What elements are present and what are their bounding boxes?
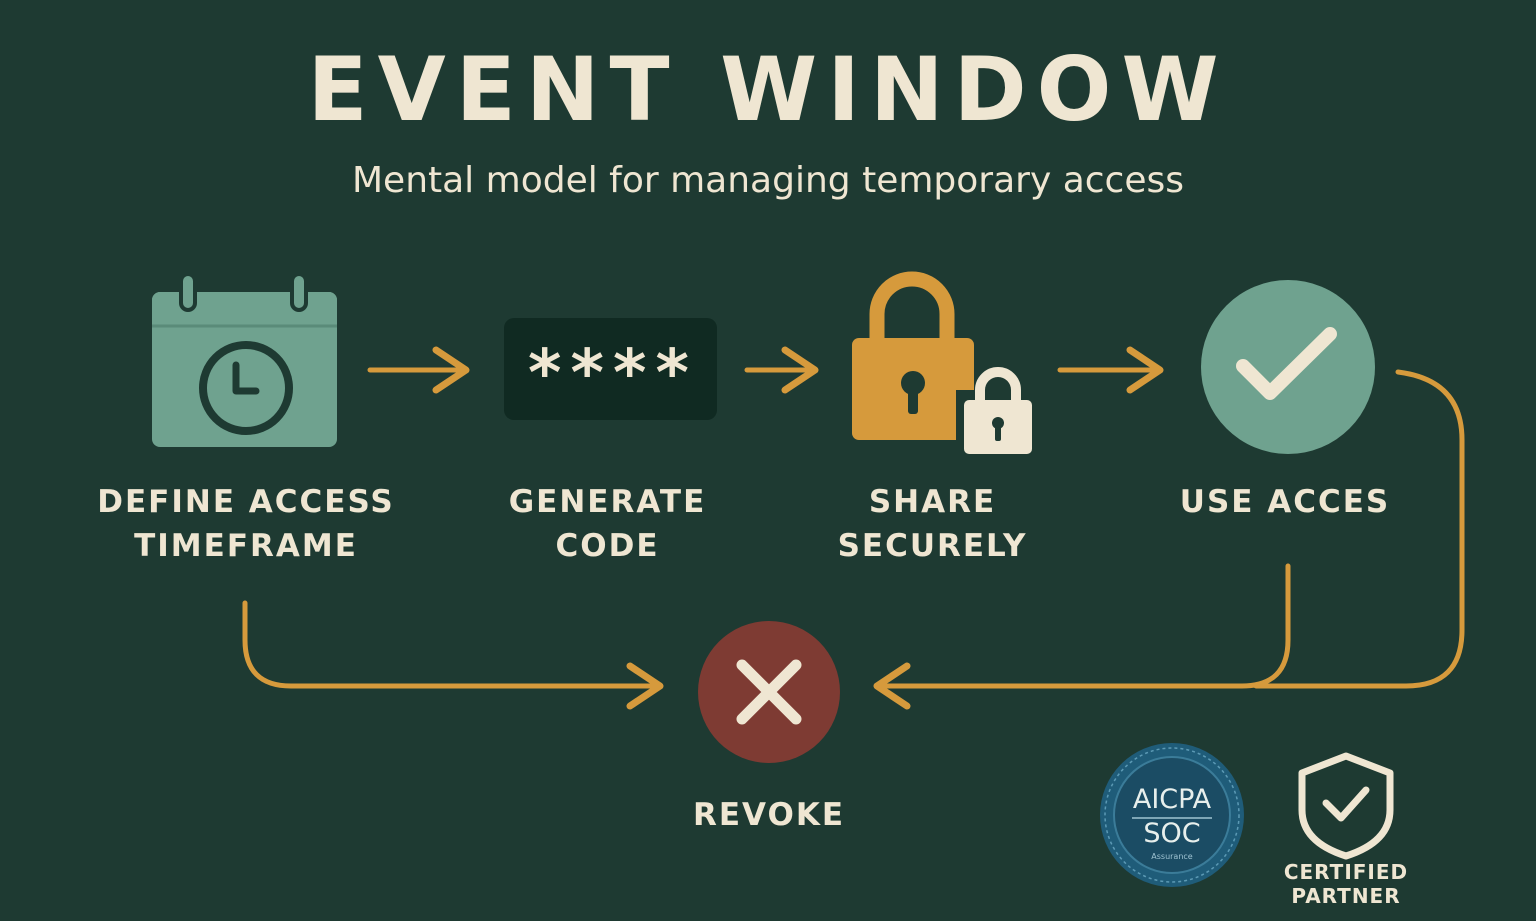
step-label-generate-code: GENERATE CODE: [508, 484, 707, 564]
padlock-icon: [852, 271, 1040, 460]
page-title: EVENT WINDOW: [307, 38, 1229, 141]
step-label-define-access: DEFINE ACCESS TIMEFRAME: [97, 484, 395, 564]
arrow-define-to-revoke: [242, 600, 664, 710]
certified-partner-label: CERTIFIED PARTNER: [1283, 860, 1409, 908]
masked-code-icon: [504, 318, 717, 420]
step-label-revoke: REVOKE: [692, 797, 846, 833]
seal-text-soc: SOC: [1143, 818, 1201, 849]
aicpa-soc-seal: [1100, 743, 1244, 887]
calendar-clock-icon: [152, 272, 337, 447]
masked-code-text: ****: [525, 337, 696, 411]
checkmark-circle-icon: [1201, 280, 1375, 454]
seal-small-text: Assurance: [1151, 852, 1193, 861]
arrow-use-to-revoke: [873, 563, 1291, 710]
close-circle-icon: [698, 621, 840, 763]
step-label-share-securely: SHARE SECURELY: [837, 484, 1028, 564]
page-subtitle: Mental model for managing temporary acce…: [351, 160, 1185, 201]
step-label-use-access: USE ACCES: [1179, 484, 1391, 520]
shield-check-icon: [1298, 752, 1394, 860]
seal-text-aicpa: AICPA: [1132, 784, 1212, 815]
arrow-loop-to-revoke: [1253, 369, 1465, 689]
